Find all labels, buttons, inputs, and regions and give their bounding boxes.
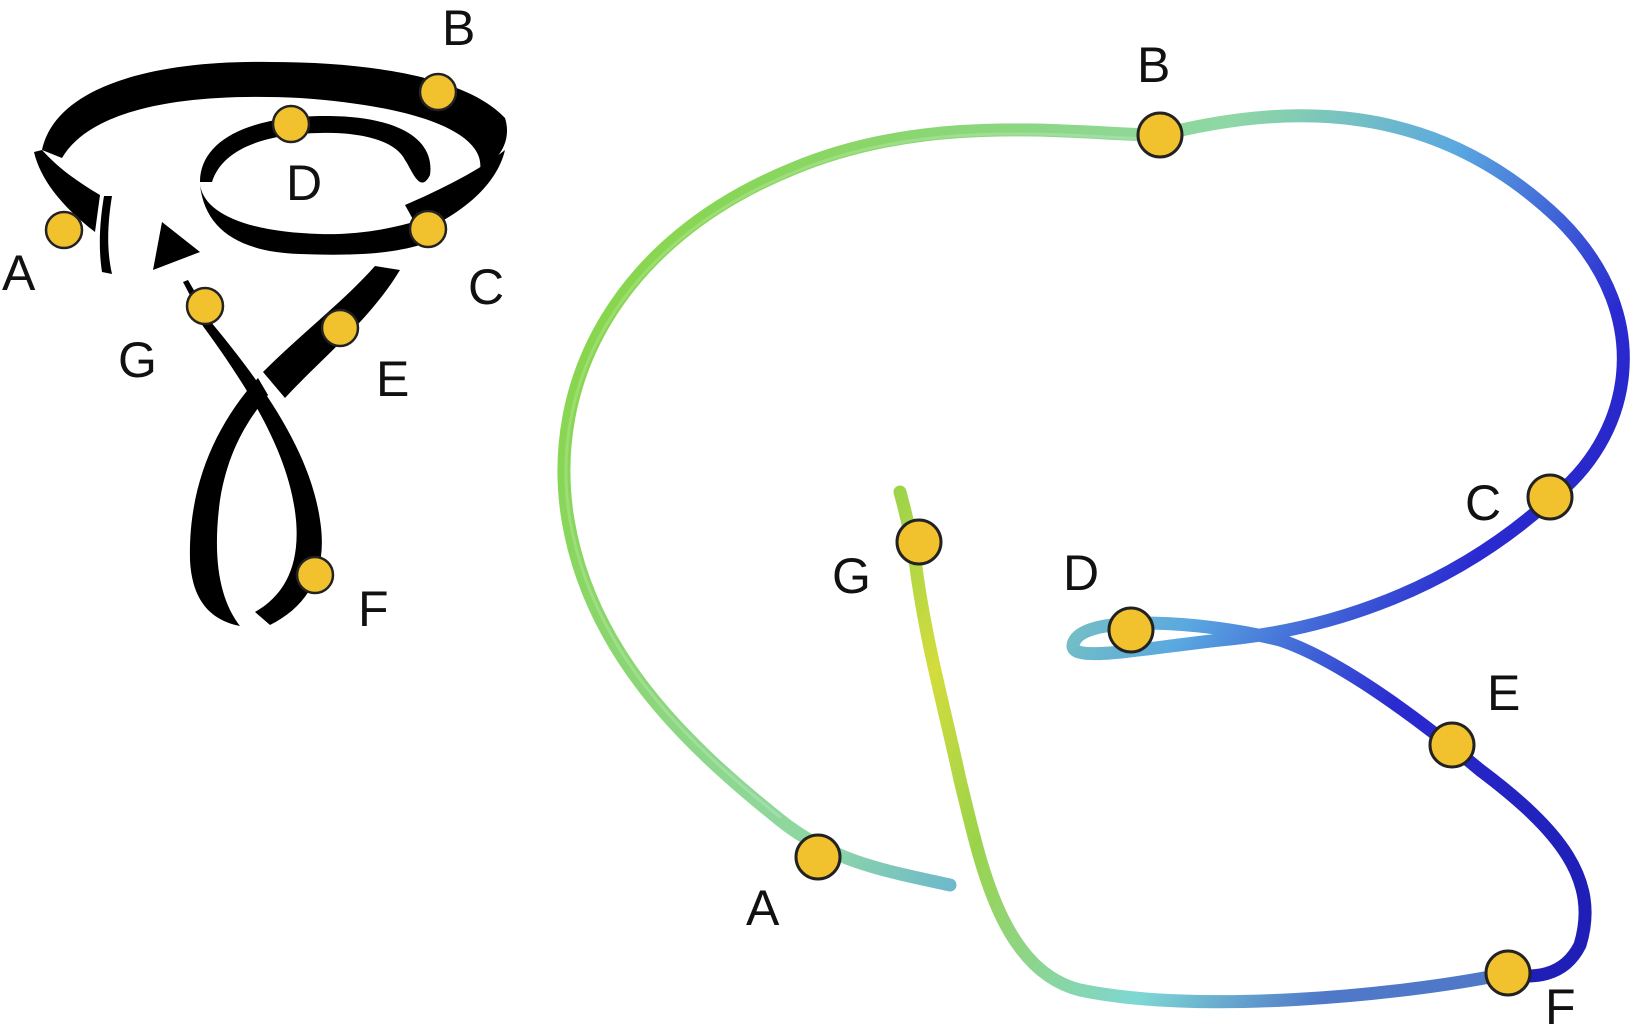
tube-main-highlight <box>564 132 1162 819</box>
right-label-g: G <box>832 548 871 604</box>
ribbon-inner-bottom <box>200 185 420 255</box>
ribbon-outer-loop <box>42 61 508 170</box>
right-point-g-marker <box>895 518 943 566</box>
left-label-b: B <box>442 0 475 56</box>
right-label-d: D <box>1063 545 1099 601</box>
right-label-b: B <box>1137 37 1170 93</box>
right-point-d-marker <box>1107 606 1155 654</box>
tube-tail <box>893 485 1507 1009</box>
right-point-f-marker <box>1484 949 1532 997</box>
ribbon-lower-loop-left <box>189 378 268 626</box>
left-labels: A B C D E F G <box>2 0 504 637</box>
left-point-b-marker <box>418 72 458 112</box>
left-label-f: F <box>358 581 389 637</box>
left-label-a: A <box>2 245 36 301</box>
left-label-d: D <box>286 155 322 211</box>
left-point-e-marker <box>320 308 360 348</box>
ribbon-tab <box>99 196 112 274</box>
left-point-f-marker <box>295 555 335 595</box>
right-labels: A B C D E F G <box>746 37 1576 1030</box>
right-point-e-marker <box>1428 721 1476 769</box>
left-point-a-marker <box>44 210 84 250</box>
right-label-a: A <box>746 880 780 936</box>
left-point-g-marker <box>185 286 225 326</box>
right-point-a-marker <box>794 833 842 881</box>
left-label-g: G <box>118 332 157 388</box>
ribbon-inner-loop <box>200 115 431 183</box>
ribbon-outer-left-end <box>34 150 100 232</box>
left-point-d-marker <box>271 104 311 144</box>
ribbon-wedge <box>153 222 200 270</box>
right-point-c-marker <box>1526 473 1574 521</box>
left-point-c-marker <box>408 209 448 249</box>
right-label-f: F <box>1545 979 1576 1030</box>
left-markers <box>44 72 458 595</box>
tube-main <box>557 109 1630 983</box>
right-label-c: C <box>1465 475 1501 531</box>
left-label-e: E <box>376 351 409 407</box>
ribbon-lower-loop-right <box>200 315 322 625</box>
right-markers <box>794 111 1574 997</box>
left-label-c: C <box>468 259 504 315</box>
right-label-e: E <box>1487 665 1520 721</box>
ribbon-schematic <box>34 61 508 626</box>
right-point-b-marker <box>1136 111 1184 159</box>
